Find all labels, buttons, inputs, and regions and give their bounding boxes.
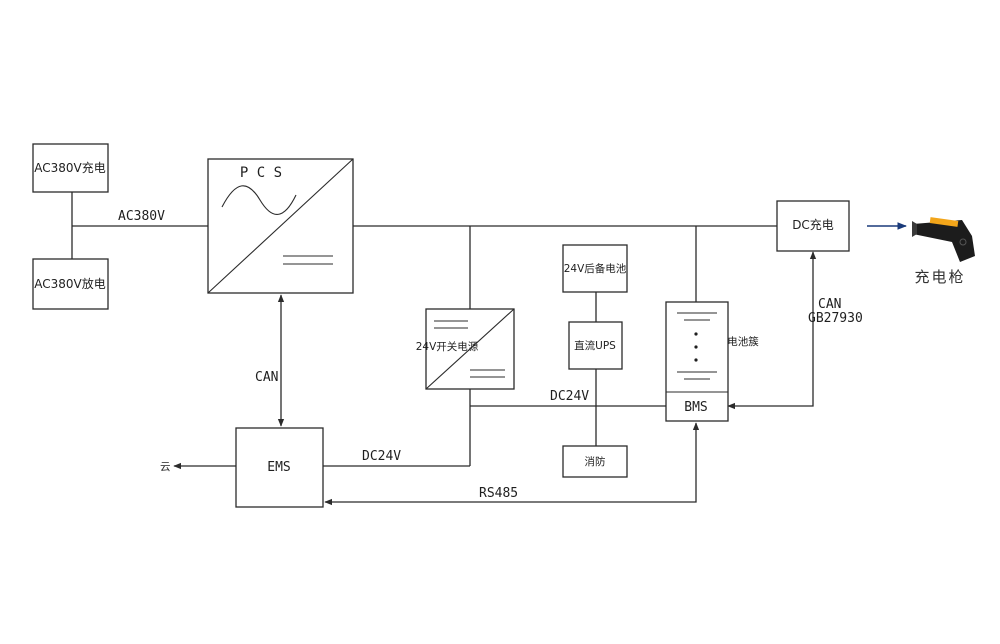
pcs-box: P C S	[207, 158, 354, 294]
dc24v-bus-label: DC24V	[550, 389, 589, 404]
battery-stack-label: 电池簇	[727, 335, 759, 348]
dc-ups-box: 直流UPS	[568, 321, 623, 370]
ac-discharge-box: AC380V放电	[32, 258, 109, 310]
gb27930-label: GB27930	[808, 311, 863, 326]
cell-dot-3	[694, 358, 698, 362]
backup-battery-box: 24V后备电池	[562, 244, 628, 293]
backup-battery-label: 24V后备电池	[564, 262, 627, 275]
can-bms-dc-line	[727, 251, 817, 410]
pcs-label: P C S	[240, 165, 282, 181]
ac-charge-label: AC380V充电	[34, 160, 106, 175]
dc-charge-box: DC充电	[776, 200, 850, 252]
ac-charge-box: AC380V充电	[32, 143, 109, 193]
cell-dot-1	[694, 332, 698, 336]
ac-discharge-label: AC380V放电	[34, 276, 106, 291]
switch-psu-label: 24V开关电源	[416, 340, 479, 353]
charging-gun-label: 充电枪	[914, 268, 965, 286]
switch-psu-box: 24V开关电源	[416, 308, 515, 390]
bms-label: BMS	[684, 400, 707, 415]
cloud-label: 云	[160, 461, 171, 473]
battery-stack-box: BMS 电池簇	[665, 301, 759, 422]
pcs-diagonal	[207, 158, 354, 294]
ems-box: EMS	[235, 427, 324, 508]
dc24v-ems-label: DC24V	[362, 449, 401, 464]
charging-gun-icon	[912, 217, 975, 262]
dc-charge-label: DC充电	[792, 217, 834, 232]
cell-dot-2	[694, 345, 698, 349]
rs485-label: RS485	[479, 486, 518, 501]
fire-box: 消防	[562, 445, 628, 478]
psu-diagonal	[425, 308, 515, 390]
wires	[71, 192, 907, 506]
ems-label: EMS	[267, 460, 290, 475]
dc-ups-label: 直流UPS	[574, 339, 616, 352]
can-bms-label: CAN	[818, 297, 841, 312]
ac380v-label: AC380V	[118, 209, 165, 224]
fire-label: 消防	[585, 455, 606, 468]
sine-wave-icon	[221, 185, 297, 215]
can-pcs-label: CAN	[255, 370, 278, 385]
rs485-line	[324, 422, 700, 506]
